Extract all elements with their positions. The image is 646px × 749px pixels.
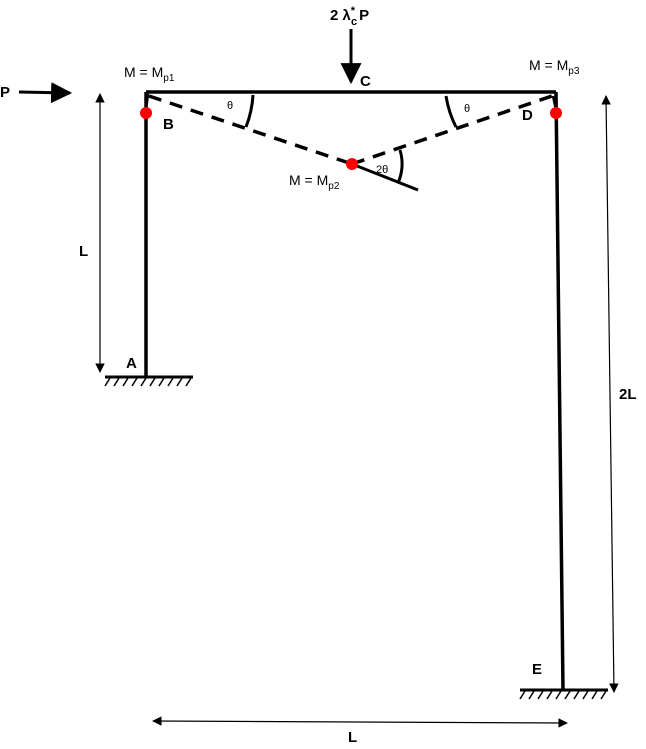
plastic-hinges	[140, 107, 562, 170]
angle-arc-right	[444, 95, 458, 128]
angle-label-left: θ	[227, 100, 233, 112]
dimension-label-span: L	[348, 729, 357, 746]
beam-rotation-line	[351, 162, 419, 192]
moment-label-mp1: M = Mp1	[124, 64, 175, 84]
angle-label-center: 2θ	[376, 164, 388, 176]
support-e	[519, 688, 608, 700]
horizontal-load-label: P	[0, 84, 10, 101]
node-label-d: D	[522, 107, 533, 124]
support-a	[104, 375, 193, 387]
angle-label-right: θ	[464, 103, 470, 115]
collapse-mechanism	[144, 93, 558, 192]
horizontal-load-arrow	[18, 82, 73, 104]
dimension-label-left-height: L	[79, 243, 88, 260]
dimension-lines	[95, 93, 619, 728]
frame-members	[144, 90, 565, 691]
angle-arc-left	[244, 94, 255, 128]
dimension-right-height	[601, 95, 619, 693]
angle-arcs	[244, 94, 458, 184]
dashed-right-segment	[351, 94, 553, 166]
node-label-a: A	[126, 355, 137, 372]
dimension-span	[152, 716, 568, 728]
hinge-b	[140, 107, 152, 119]
hinge-c	[346, 158, 358, 170]
node-label-b: B	[163, 116, 174, 133]
dimension-label-right-height: 2L	[619, 386, 637, 403]
hinge-d	[550, 107, 562, 119]
angle-arc-center	[396, 149, 404, 184]
dashed-left-segment	[148, 94, 353, 166]
node-label-c: C	[360, 73, 371, 90]
moment-label-mp2: M = Mp2	[289, 172, 340, 192]
node-label-e: E	[532, 661, 542, 678]
right-column	[554, 91, 565, 691]
moment-label-mp3: M = Mp3	[529, 57, 580, 77]
